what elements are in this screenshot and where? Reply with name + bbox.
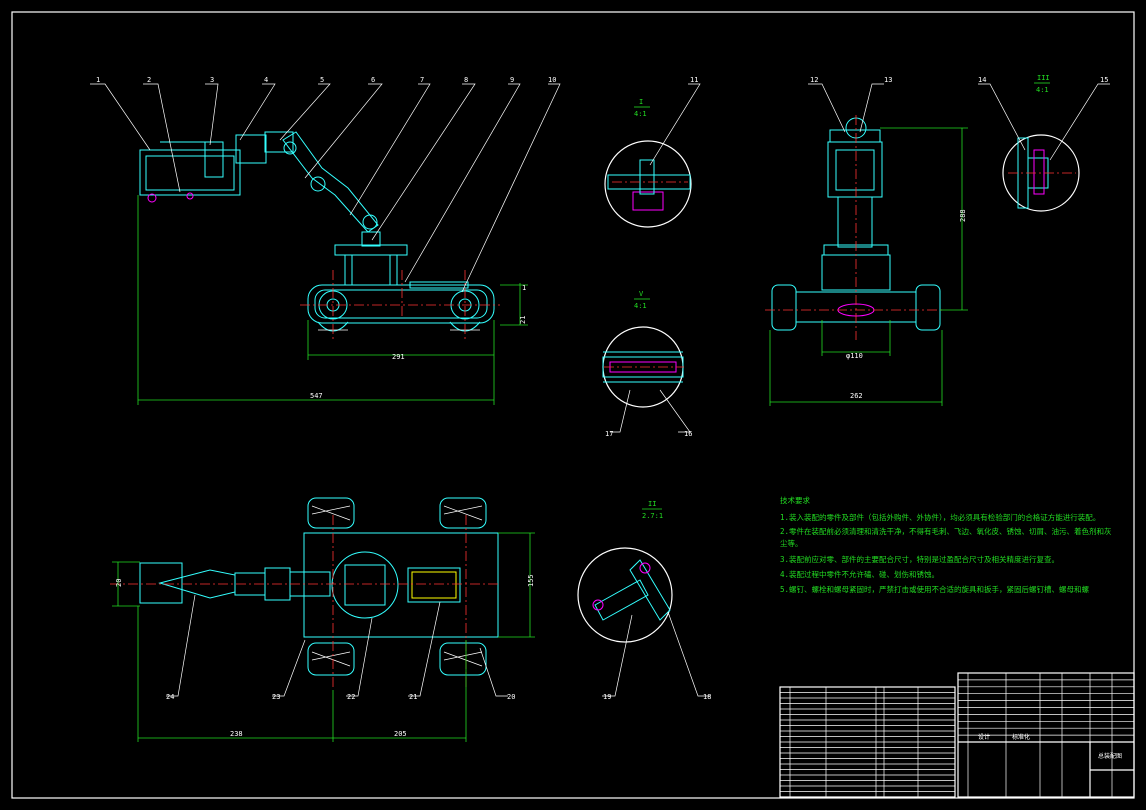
balloon-8: 8 bbox=[464, 76, 468, 84]
title-label-standard: 标准化 bbox=[1012, 733, 1030, 741]
dim-height-top: 1 bbox=[522, 284, 526, 292]
balloon-17: 17 bbox=[605, 430, 613, 438]
balloon-18: 18 bbox=[703, 693, 711, 701]
notes-line-2b: 尘等。 bbox=[780, 538, 803, 548]
detail-2-scale: 2.7:1 bbox=[642, 512, 663, 520]
title-block: 设计 标准化 总装配图 bbox=[779, 672, 1135, 798]
notes-line-1: 1.装入装配的零件及部件（包括外购件、外协件），均必须具有检验部门的合格证方能进… bbox=[780, 512, 1100, 522]
dim-overall-length: 547 bbox=[310, 392, 323, 400]
dim-front-height: 288 bbox=[959, 209, 967, 222]
sheet-frame bbox=[11, 11, 1135, 799]
detail-5-scale: 4:1 bbox=[634, 302, 647, 310]
notes-line-4: 4.装配过程中零件不允许磕、碰、划伤和锈蚀。 bbox=[780, 569, 939, 579]
detail-1-scale: 4:1 bbox=[634, 110, 647, 118]
notes-line-5: 5.螺钉、螺栓和螺母紧固时，严禁打击或使用不合适的旋具和扳手，紧固后螺钉槽、螺母… bbox=[780, 584, 1090, 594]
dim-front-offset: 238 bbox=[230, 730, 243, 738]
balloon-12: 12 bbox=[810, 76, 818, 84]
balloon-7: 7 bbox=[420, 76, 424, 84]
notes-line-3: 3.装配前应对零、部件的主要配合尺寸，特别是过盈配合尺寸及相关精度进行复查。 bbox=[780, 554, 1059, 564]
balloon-16: 16 bbox=[684, 430, 692, 438]
detail-3-scale: 4:1 bbox=[1036, 86, 1049, 94]
dim-height: 21 bbox=[519, 316, 527, 324]
title-label-design: 设计 bbox=[978, 733, 990, 741]
detail-3-name: III bbox=[1037, 74, 1050, 82]
top-view: 20 155 238 205 24 23 22 21 20 bbox=[110, 497, 535, 742]
dim-front-track: φ110 bbox=[846, 352, 863, 360]
balloon-22: 22 bbox=[347, 693, 355, 701]
dim-body-width: 155 bbox=[527, 574, 535, 587]
balloon-4: 4 bbox=[264, 76, 268, 84]
detail-2-name: II bbox=[648, 500, 656, 508]
balloon-13: 13 bbox=[884, 76, 892, 84]
detail-view-1: I 4:1 11 bbox=[604, 76, 701, 228]
balloon-21: 21 bbox=[409, 693, 417, 701]
balloon-20: 20 bbox=[507, 693, 515, 701]
detail-view-3: III 4:1 14 15 bbox=[978, 74, 1110, 212]
notes-line-2: 2.零件在装配前必须清理和清洗干净，不得有毛刺、飞边、氧化皮、锈蚀、切屑、油污、… bbox=[780, 526, 1112, 536]
balloon-23: 23 bbox=[272, 693, 280, 701]
side-view-leaders: 1 2 3 4 5 6 7 8 9 10 bbox=[90, 76, 561, 293]
side-view: 291 547 1 21 bbox=[137, 131, 528, 405]
dim-gripper-width: 20 bbox=[115, 579, 123, 587]
balloon-6: 6 bbox=[371, 76, 375, 84]
detail-view-5: V 4:1 17 16 bbox=[602, 290, 692, 438]
balloon-11: 11 bbox=[690, 76, 698, 84]
balloon-14: 14 bbox=[978, 76, 986, 84]
drawing-title: 总装配图 bbox=[1098, 752, 1122, 760]
balloon-3: 3 bbox=[210, 76, 214, 84]
dim-front-width: 262 bbox=[850, 392, 863, 400]
balloon-24: 24 bbox=[166, 693, 174, 701]
dim-wheelbase: 291 bbox=[392, 353, 405, 361]
balloon-10: 10 bbox=[548, 76, 556, 84]
balloon-15: 15 bbox=[1100, 76, 1108, 84]
dim-body-length: 205 bbox=[394, 730, 407, 738]
front-view: 288 φ110 262 12 13 bbox=[765, 76, 968, 406]
detail-1-name: I bbox=[639, 98, 643, 106]
notes-title: 技术要求 bbox=[780, 495, 810, 505]
detail-view-2: II 2.7:1 19 18 bbox=[577, 500, 711, 701]
balloon-5: 5 bbox=[320, 76, 324, 84]
detail-5-name: V bbox=[639, 290, 644, 298]
balloon-2: 2 bbox=[147, 76, 151, 84]
balloon-1: 1 bbox=[96, 76, 100, 84]
balloon-19: 19 bbox=[603, 693, 611, 701]
balloon-9: 9 bbox=[510, 76, 514, 84]
technical-notes: 技术要求 1.装入装配的零件及部件（包括外购件、外协件），均必须具有检验部门的合… bbox=[780, 495, 1112, 594]
